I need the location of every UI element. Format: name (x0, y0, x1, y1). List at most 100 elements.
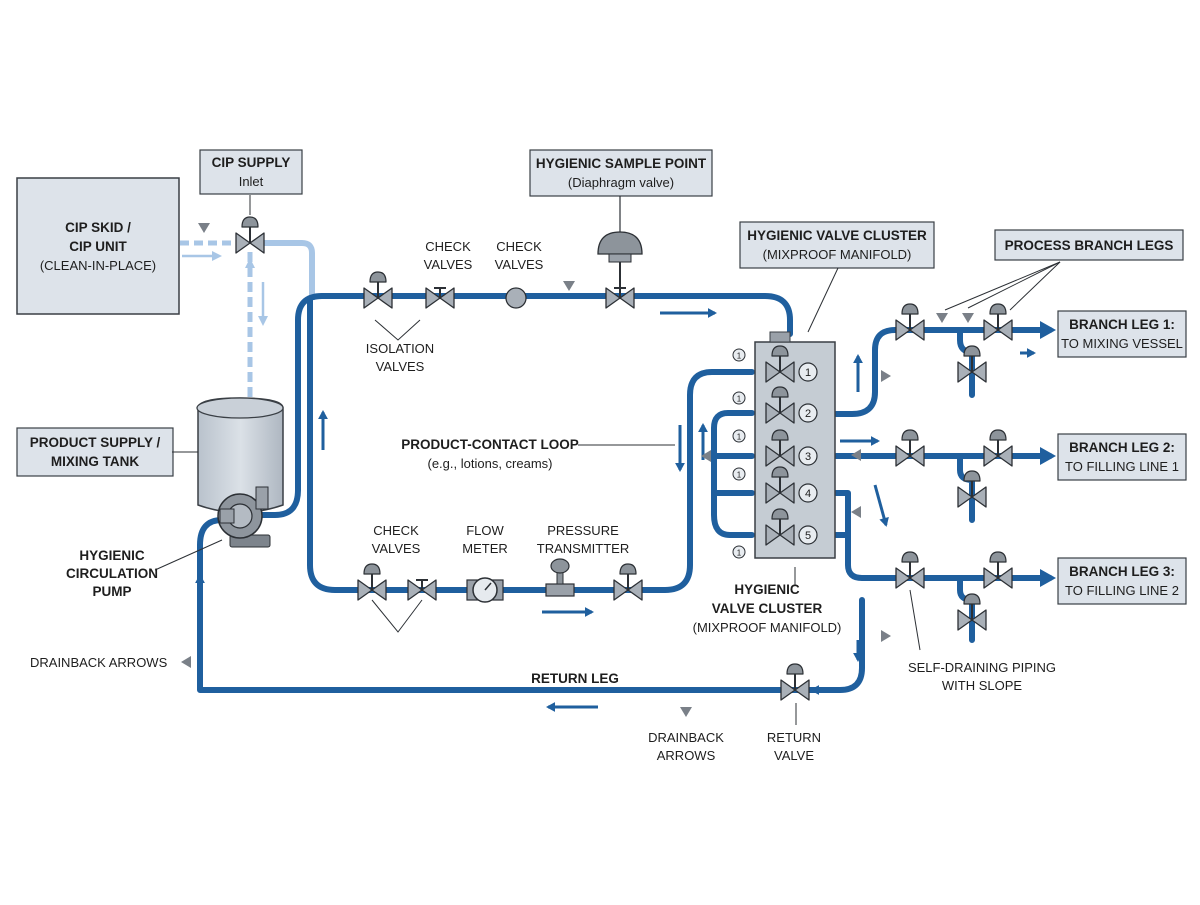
main-pipes (197, 293, 1053, 693)
manifold-port-number: 1 (805, 367, 811, 379)
check-valve-bottom-2-icon (407, 579, 437, 601)
valve-cluster-bottom-c: (MIXPROOF MANIFOLD) (693, 620, 842, 635)
process-branch-legs-box (994, 229, 1184, 261)
pressure-transmitter (545, 558, 575, 597)
branch-3-valve-a-icon (895, 551, 925, 589)
valves-layer (235, 216, 1013, 701)
manifold-side-marker-number: 1 (737, 549, 742, 558)
cip-supply-box (199, 149, 303, 195)
drainback-triangle-icon (851, 449, 861, 461)
branch-3-valve-b-icon (983, 551, 1013, 589)
valve-cluster-top-label-2: (MIXPROOF MANIFOLD) (763, 247, 912, 262)
isolation-valves-b: VALVES (376, 359, 425, 374)
manifold-port-number: 4 (805, 488, 811, 500)
manifold-side-marker: 1 (732, 391, 746, 405)
drainback-triangle-icon (181, 656, 191, 668)
labels: CIP SKID / CIP UNIT (CLEAN-IN-PLACE) CIP… (30, 155, 1183, 763)
flow-arrow-icon (1020, 348, 1036, 358)
drainback-triangle-icon (851, 506, 861, 518)
flow-arrows (195, 308, 1056, 712)
drainback-triangle-icon (680, 707, 692, 717)
manifold-port-3: 3 (798, 446, 818, 466)
check-valves-top-1-a: CHECK (425, 239, 471, 254)
valve-cluster-bottom-a: HYGIENIC (734, 582, 800, 597)
branch-2-valve-a-icon (895, 429, 925, 467)
flow-arrow-icon (698, 423, 708, 460)
manifold-side-marker-number: 1 (737, 395, 742, 404)
circulation-pump-label-1: HYGIENIC (79, 548, 145, 563)
circulation-pump (217, 486, 271, 548)
check-valves-bottom-a: CHECK (373, 523, 419, 538)
cip-skid-label-2: CIP UNIT (69, 239, 127, 254)
flow-arrow-icon (542, 607, 594, 617)
drainback-bottom-a: DRAINBACK (648, 730, 724, 745)
branch-outlet-arrow-icon (1040, 321, 1056, 339)
self-draining-a: SELF-DRAINING PIPING (908, 660, 1056, 675)
product-tank-box (16, 427, 174, 477)
branch-3-drain-valve-icon (957, 593, 987, 631)
drainback-triangle-icon (198, 223, 210, 233)
isolation-valve-1-icon (363, 271, 393, 309)
flow-arrow-icon (810, 685, 820, 695)
circulation-pump-label-2: CIRCULATION (66, 566, 158, 581)
flow-arrow-icon (195, 574, 205, 620)
branch-2-label-2: TO FILLING LINE 1 (1065, 459, 1179, 474)
line-valve-bottom-icon (613, 563, 643, 601)
branch-1-label-1: BRANCH LEG 1: (1069, 317, 1175, 332)
manifold-port-5: 5 (798, 525, 818, 545)
product-tank-label-2: MIXING TANK (51, 454, 139, 469)
manifold-valve-2-icon (765, 386, 795, 424)
drainback-triangle-icon (936, 313, 948, 323)
drainback-bottom-b: ARROWS (657, 748, 716, 763)
valve-cluster-top-box (739, 221, 935, 269)
manifold-side-marker-number: 1 (737, 352, 742, 361)
manifold-side-marker: 1 (732, 467, 746, 481)
pressure-transmitter-a: PRESSURE (547, 523, 619, 538)
valve-cluster-top-label-1: HYGIENIC VALVE CLUSTER (747, 228, 927, 243)
leader-lines (154, 195, 1061, 725)
circulation-pump-label-3: PUMP (92, 584, 131, 599)
sample-point-label-2: (Diaphragm valve) (568, 175, 674, 190)
manifold-port-1: 1 (798, 362, 818, 382)
cip-supply-label-1: CIP SUPPLY (212, 155, 291, 170)
check-valves-top-2-a: CHECK (496, 239, 542, 254)
cip-skid-label-1: CIP SKID / (65, 220, 131, 235)
manifold-side-marker: 1 (732, 429, 746, 443)
manifold-side-marker-number: 1 (737, 433, 742, 442)
product-tank-label-1: PRODUCT SUPPLY / (30, 435, 161, 450)
manifold-port-number: 3 (805, 451, 811, 463)
branch-2-label-1: BRANCH LEG 2: (1069, 440, 1175, 455)
manifold-valve-1-icon (765, 345, 795, 383)
branch-2-box (1057, 433, 1187, 481)
product-loop-label-1: PRODUCT-CONTACT LOOP (401, 437, 579, 452)
cip-supply-label-2: Inlet (239, 174, 264, 189)
manifold-port-number: 5 (805, 530, 811, 542)
drainback-triangle-icon (881, 630, 891, 642)
drainback-triangle-icon (962, 313, 974, 323)
flow-arrow-icon (660, 308, 717, 318)
cip-skid-box (16, 177, 180, 315)
return-valve-icon (780, 663, 810, 701)
flow-arrow-icon (873, 484, 889, 527)
branch-1-drain-valve-icon (957, 345, 987, 383)
branch-1-box (1057, 310, 1187, 358)
sample-point-label-1: HYGIENIC SAMPLE POINT (536, 156, 707, 171)
branch-3-label-2: TO FILLING LINE 2 (1065, 583, 1179, 598)
drainback-left-label: DRAINBACK ARROWS (30, 655, 168, 670)
manifold-side-marker: 1 (732, 348, 746, 362)
pressure-transmitter-b: TRANSMITTER (537, 541, 629, 556)
isolation-valves-a: ISOLATION (366, 341, 434, 356)
flow-arrow-icon (853, 354, 863, 392)
product-loop-label-2: (e.g., lotions, creams) (428, 456, 553, 471)
drainback-markers (181, 223, 974, 717)
flow-arrow-icon (853, 640, 863, 662)
process-branch-legs-label: PROCESS BRANCH LEGS (1005, 238, 1174, 253)
flow-arrow-icon (840, 436, 880, 446)
manifold-side-marker: 1 (732, 545, 746, 559)
manifold-valve-5-icon (765, 508, 795, 546)
mixing-tank (196, 397, 284, 514)
check-valve-bottom-1-icon (357, 563, 387, 601)
cip-supply-valve-icon (235, 216, 265, 254)
cip-supply-lines (180, 240, 315, 410)
